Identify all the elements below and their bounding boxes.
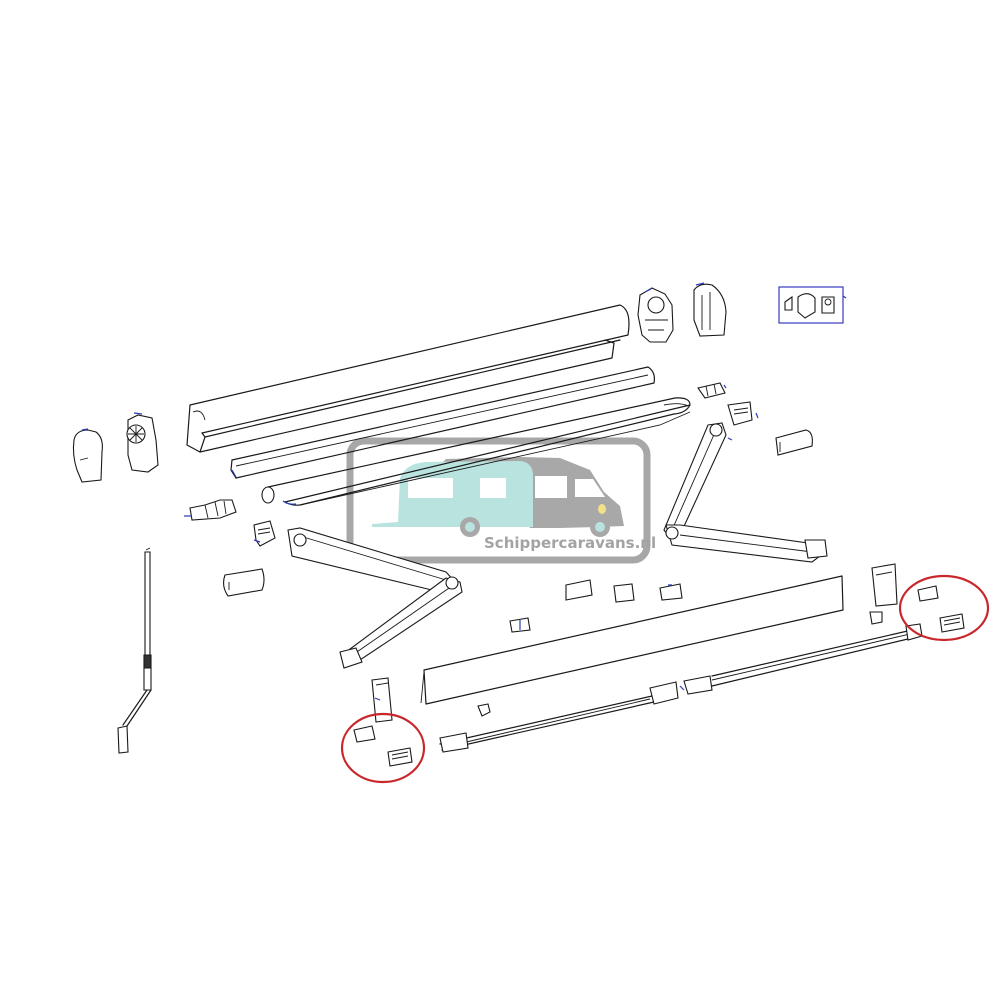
left-slide-insert <box>387 747 413 767</box>
fabric-roller <box>261 397 691 506</box>
right-arm-cover <box>775 429 813 456</box>
crank-handle <box>117 547 152 754</box>
left-arm <box>253 520 463 669</box>
right-highlight-circle <box>898 574 990 642</box>
left-arm-cover <box>222 568 265 597</box>
caravan-window-right <box>480 478 506 498</box>
left-arm-foot <box>339 647 363 669</box>
right-arm-foot <box>804 539 828 559</box>
right-coupler <box>697 382 727 399</box>
motorhome-windshield <box>575 479 605 497</box>
clip-small-right <box>869 611 883 625</box>
right-end-bracket <box>637 287 674 343</box>
right-rail-end <box>871 563 898 607</box>
clip-small <box>477 703 491 717</box>
leg-end-left <box>439 732 469 753</box>
left-coupler <box>184 499 237 521</box>
left-arm-mount <box>253 520 276 547</box>
leg-joint-right <box>683 675 713 695</box>
right-slide-insert <box>939 613 965 633</box>
motorhome-window <box>535 476 567 498</box>
caravan-window-left <box>408 478 453 498</box>
left-highlight-parts <box>340 712 426 784</box>
headlight <box>598 504 606 514</box>
watermark-frame <box>346 437 651 564</box>
left-end-bracket <box>126 412 159 473</box>
left-highlight-circle <box>340 712 426 784</box>
front-bar <box>420 575 844 705</box>
front-cover-strip <box>230 366 655 479</box>
ref-inset-frame <box>778 286 844 324</box>
clips <box>477 579 883 717</box>
right-highlight-parts <box>898 574 990 642</box>
right-end-block <box>917 585 939 602</box>
left-rail-end <box>371 677 393 723</box>
watermark-text: Schippercaravans.nl <box>484 534 656 552</box>
left-end-cap <box>72 428 103 483</box>
ref-inset <box>778 286 847 324</box>
roller-end <box>261 486 275 504</box>
support-leg <box>439 623 923 753</box>
right-arm <box>663 401 828 563</box>
left-end-block <box>353 725 376 743</box>
right-end-cap <box>693 282 727 337</box>
housing-profile <box>186 304 630 453</box>
leg-joint-left <box>649 681 679 705</box>
